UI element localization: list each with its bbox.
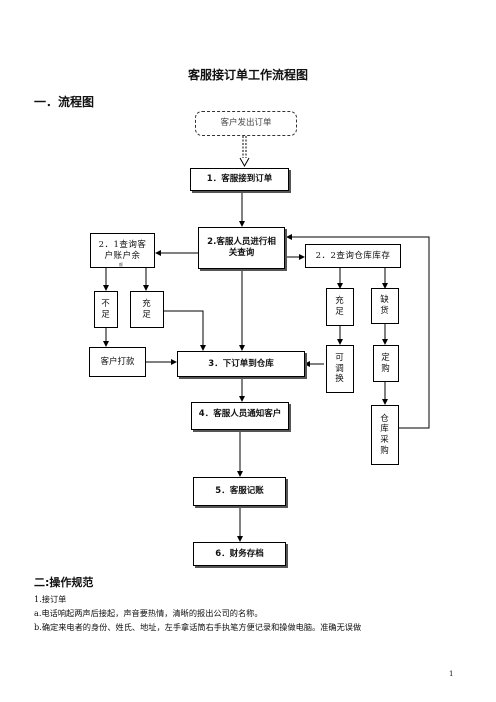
query-warehouse-stock: 2．2查询仓库库存 <box>305 244 401 268</box>
section-heading-operation-rules: 二:操作规范 <box>34 576 94 589</box>
out-of-stock: 缺货 <box>371 288 399 324</box>
query-balance-overflow-char: 额 <box>119 262 123 267</box>
paragraph-line: 1.接订单 <box>34 594 67 604</box>
stock-transfer: 可调换 <box>326 345 354 393</box>
step6-finance-archive: 6．财务存档 <box>193 542 286 566</box>
balance-sufficient: 充足 <box>130 291 164 328</box>
document-title: 客服接订单工作流程图 <box>187 68 308 82</box>
paragraph-line: b.确定来电者的身份、姓氏、地址，左手拿话筒右手执笔方便记录和操做电脑。准确无误… <box>34 622 362 632</box>
warehouse-purchasing: 仓库采购 <box>371 405 399 465</box>
balance-insufficient: 不足 <box>94 291 118 328</box>
step2-related-query: 2.客服人员进行相关查询 <box>198 227 285 269</box>
step3-place-order-to-warehouse: 3．下订单到仓库 <box>177 351 305 377</box>
step4-notify-customer: 4．客服人员通知客户 <box>191 402 289 430</box>
stock-sufficient: 充足 <box>326 288 354 326</box>
step5-accounting-record: 5．客服记账 <box>193 477 286 506</box>
start-node-customer-order: 客户发出订单 <box>195 111 297 136</box>
step1-receive-order: 1．客服接到订单 <box>190 168 289 191</box>
place-purchase-order: 定购 <box>373 345 399 382</box>
paragraph-line: a.电话响起两声后接起，声音要热情，清晰的报出公司的名称。 <box>34 608 263 618</box>
query-account-balance: 2．1查询客户账户余 <box>90 233 155 268</box>
customer-payment: 客户打款 <box>89 347 146 377</box>
page-number: 1 <box>449 670 454 678</box>
section-heading-flowchart: 一．流程图 <box>34 95 95 109</box>
